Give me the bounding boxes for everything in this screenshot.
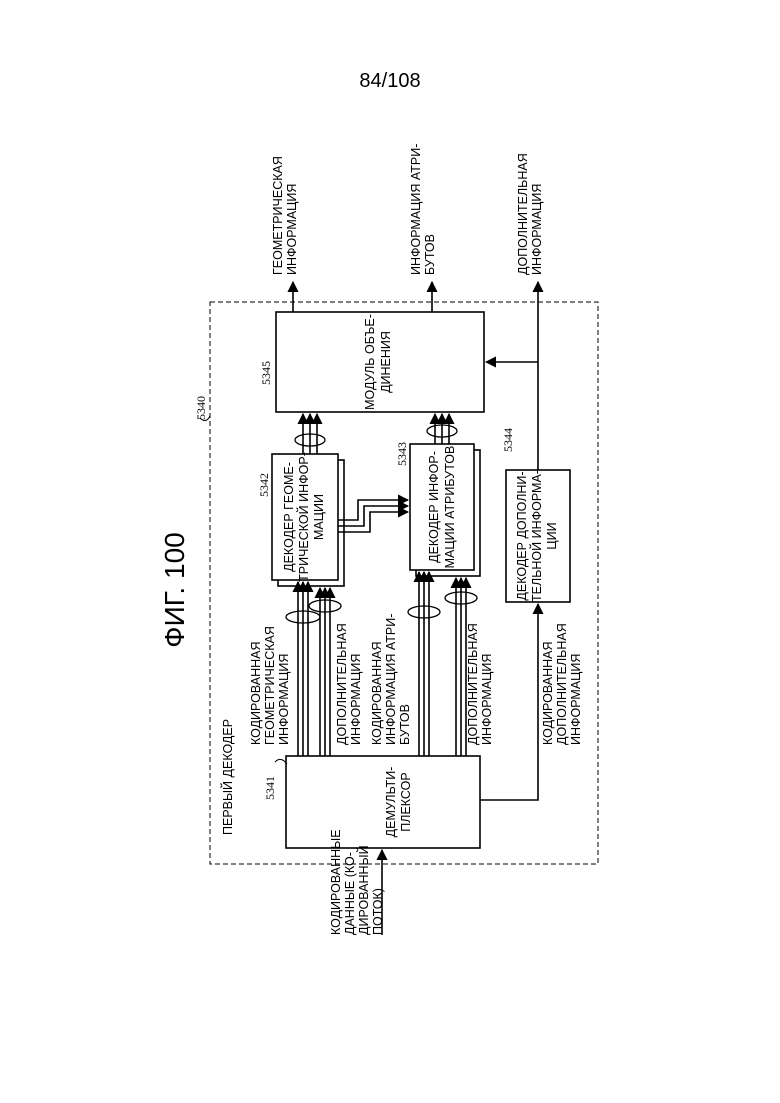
svg-text:МОДУЛЬ ОБЪЕ-: МОДУЛЬ ОБЪЕ- — [363, 314, 377, 410]
svg-text:ИНФОРМАЦИЯ: ИНФОРМАЦИЯ — [349, 654, 363, 745]
geo-output-label: ГЕОМЕТРИЧЕСКАЯ ИНФОРМАЦИЯ — [271, 156, 299, 275]
svg-text:ДЕКОДЕР ГЕОМЕ-: ДЕКОДЕР ГЕОМЕ- — [282, 462, 296, 572]
combiner-ref: 5345 — [259, 361, 273, 385]
svg-text:ДИРОВАННЫЙ: ДИРОВАННЫЙ — [356, 845, 371, 935]
svg-text:ДОПОЛНИТЕЛЬНАЯ: ДОПОЛНИТЕЛЬНАЯ — [335, 623, 349, 745]
add-output-label: ДОПОЛНИТЕЛЬНАЯ ИНФОРМАЦИЯ — [516, 153, 544, 275]
first-decoder-label: ПЕРВЫЙ ДЕКОДЕР — [220, 719, 235, 835]
svg-text:ИНФОРМАЦИЯ: ИНФОРМАЦИЯ — [530, 184, 544, 275]
svg-text:ИНФОРМАЦИЯ АТРИ-: ИНФОРМАЦИЯ АТРИ- — [384, 614, 398, 745]
attr-output-label: ИНФОРМАЦИЯ АТРИ- БУТОВ — [409, 144, 437, 275]
svg-text:ЦИИ: ЦИИ — [545, 522, 559, 549]
svg-text:ДЕМУЛЬТИ-: ДЕМУЛЬТИ- — [384, 767, 398, 838]
coded-add-label: КОДИРОВАННАЯ ДОПОЛНИТЕЛЬНАЯ ИНФОРМАЦИЯ — [541, 623, 583, 745]
svg-text:ГЕОМЕТРИЧЕСКАЯ: ГЕОМЕТРИЧЕСКАЯ — [263, 626, 277, 745]
geo-to-attr-line-3 — [338, 512, 408, 532]
svg-text:ИНФОРМАЦИЯ: ИНФОРМАЦИЯ — [480, 654, 494, 745]
first-decoder-ref: 5340 — [194, 396, 208, 420]
svg-text:БУТОВ: БУТОВ — [423, 234, 437, 275]
svg-text:ДОПОЛНИТЕЛЬНАЯ: ДОПОЛНИТЕЛЬНАЯ — [516, 153, 530, 275]
add-info-1-label: ДОПОЛНИТЕЛЬНАЯ ИНФОРМАЦИЯ — [335, 623, 363, 745]
svg-text:ТРИЧЕСКОЙ ИНФОР-: ТРИЧЕСКОЙ ИНФОР- — [296, 452, 311, 582]
geo-decoder-ref: 5342 — [257, 473, 271, 497]
svg-text:ДОПОЛНИТЕЛЬНАЯ: ДОПОЛНИТЕЛЬНАЯ — [555, 623, 569, 745]
svg-text:ДИНЕНИЯ: ДИНЕНИЯ — [379, 331, 393, 393]
attr-decoder-ref: 5343 — [395, 442, 409, 466]
svg-text:ДОПОЛНИТЕЛЬНАЯ: ДОПОЛНИТЕЛЬНАЯ — [466, 623, 480, 745]
svg-text:ПОТОК): ПОТОК) — [371, 888, 385, 935]
geo-to-attr-line-2 — [338, 506, 408, 526]
figure-label: ФИГ. 100 — [159, 532, 190, 647]
coded-geo-label: КОДИРОВАННАЯ ГЕОМЕТРИЧЕСКАЯ ИНФОРМАЦИЯ — [249, 626, 291, 745]
svg-text:МАЦИИ: МАЦИИ — [312, 494, 326, 540]
svg-text:КОДИРОВАННАЯ: КОДИРОВАННАЯ — [249, 641, 263, 745]
svg-text:ИНФОРМАЦИЯ АТРИ-: ИНФОРМАЦИЯ АТРИ- — [409, 144, 423, 275]
demultiplexer-ref: 5341 — [263, 776, 277, 800]
svg-text:МАЦИИ АТРИБУТОВ: МАЦИИ АТРИБУТОВ — [443, 446, 457, 569]
svg-text:БУТОВ: БУТОВ — [398, 704, 412, 745]
svg-text:КОДИРОВАННАЯ: КОДИРОВАННАЯ — [541, 641, 555, 745]
add-decoder-ref: 5344 — [501, 428, 515, 452]
svg-text:КОДИРОВАННАЯ: КОДИРОВАННАЯ — [370, 641, 384, 745]
demultiplexer-block — [286, 756, 480, 848]
svg-text:ТЕЛЬНОЙ ИНФОРМА-: ТЕЛЬНОЙ ИНФОРМА- — [529, 470, 544, 602]
svg-text:ИНФОРМАЦИЯ: ИНФОРМАЦИЯ — [569, 654, 583, 745]
svg-text:ДАННЫЕ (КО-: ДАННЫЕ (КО- — [343, 852, 357, 935]
svg-text:ДЕКОДЕР ДОПОЛНИ-: ДЕКОДЕР ДОПОЛНИ- — [515, 471, 529, 600]
svg-text:ДЕКОДЕР ИНФОР-: ДЕКОДЕР ИНФОР- — [427, 451, 441, 563]
svg-text:ИНФОРМАЦИЯ: ИНФОРМАЦИЯ — [277, 654, 291, 745]
attr-decoder-block — [410, 444, 474, 570]
svg-text:ИНФОРМАЦИЯ: ИНФОРМАЦИЯ — [285, 184, 299, 275]
demultiplexer-label: ДЕМУЛЬТИ- ПЛЕКСОР — [384, 767, 413, 838]
coded-attr-label: КОДИРОВАННАЯ ИНФОРМАЦИЯ АТРИ- БУТОВ — [370, 614, 412, 745]
geo-to-attr-line-1 — [338, 500, 408, 520]
svg-text:КОДИРОВАННЫЕ: КОДИРОВАННЫЕ — [329, 829, 343, 935]
svg-text:ГЕОМЕТРИЧЕСКАЯ: ГЕОМЕТРИЧЕСКАЯ — [271, 156, 285, 275]
add-info-2-label: ДОПОЛНИТЕЛЬНАЯ ИНФОРМАЦИЯ — [466, 623, 494, 745]
svg-text:ПЛЕКСОР: ПЛЕКСОР — [399, 772, 413, 831]
